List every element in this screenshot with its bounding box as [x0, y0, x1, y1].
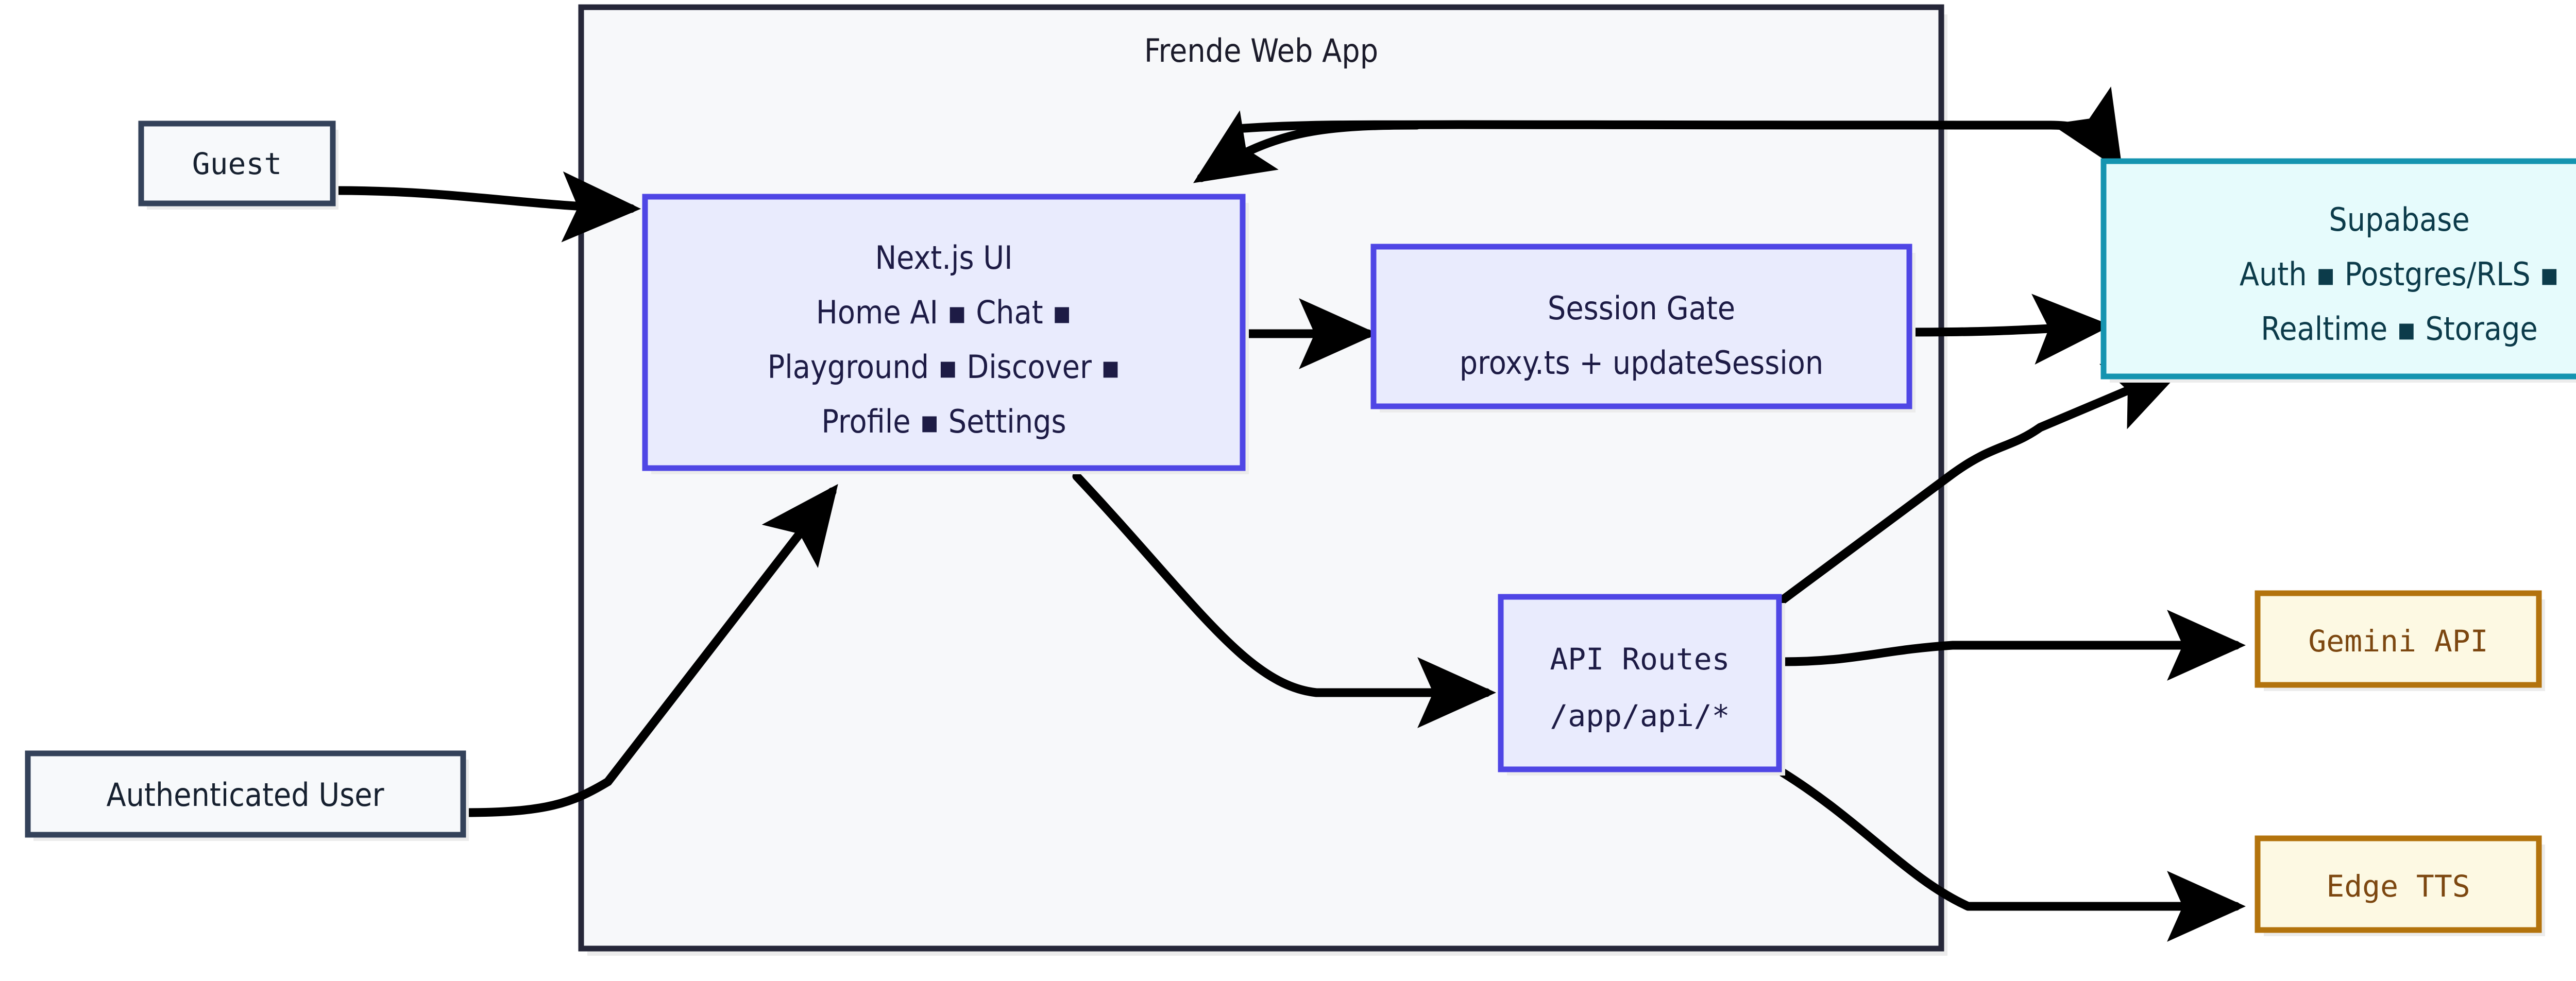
- node-guest[interactable]: Guest: [138, 121, 338, 210]
- session-gate-line-1: Session Gate: [1548, 289, 1735, 327]
- edge-authenticated-user-to-ui: [459, 484, 838, 817]
- authenticated-user-box[interactable]: [25, 750, 466, 838]
- guest-label: Guest: [192, 146, 282, 181]
- edge-supabase-to-ui: [1193, 110, 1421, 183]
- container-frende-web-app: Frende Web App: [578, 4, 1947, 956]
- edge-layer: [333, 86, 2246, 942]
- supabase-line-2: Auth ▪ Postgres/RLS ▪: [2240, 255, 2559, 293]
- node-authenticated-user[interactable]: Authenticated User: [25, 750, 469, 841]
- edge-ui-to-supabase: [1232, 86, 2123, 173]
- guest-box[interactable]: [138, 121, 336, 206]
- node-session-gate[interactable]: Session Gate proxy.ts + updateSession: [1370, 244, 1916, 412]
- supabase-line-1: Supabase: [2329, 201, 2469, 238]
- authenticated-user-label: Authenticated User: [106, 776, 384, 814]
- nextjs-ui-box[interactable]: [642, 194, 1246, 471]
- node-gemini-api[interactable]: Gemini API: [2255, 590, 2545, 691]
- nextjs-ui-line-2: Home AI ▪ Chat ▪: [816, 294, 1072, 331]
- gemini-api-label: Gemini API: [2308, 624, 2488, 659]
- supabase-box[interactable]: [2100, 158, 2576, 380]
- edge-ui-to-api-routes: [1072, 472, 1497, 728]
- nextjs-ui-line-1: Next.js UI: [875, 239, 1012, 277]
- supabase-line-3: Realtime ▪ Storage: [2261, 310, 2537, 348]
- session-gate-box[interactable]: [1370, 244, 1912, 409]
- nextjs-ui-line-4: Profile ▪ Settings: [821, 403, 1066, 440]
- edge-api-routes-to-supabase: [1778, 364, 2186, 605]
- node-api-routes[interactable]: API Routes /app/api/*: [1498, 594, 1785, 776]
- api-routes-box[interactable]: [1498, 594, 1782, 772]
- nextjs-ui-line-3: Playground ▪ Discover ▪: [768, 348, 1121, 386]
- edge-api-routes-to-edge-tts: [1778, 768, 2246, 942]
- node-supabase[interactable]: Supabase Auth ▪ Postgres/RLS ▪ Realtime …: [2100, 158, 2576, 383]
- edge-session-gate-to-supabase: [1904, 294, 2112, 365]
- container-title: Frende Web App: [1144, 32, 1378, 70]
- api-routes-line-1: API Routes: [1550, 642, 1730, 677]
- api-routes-line-2: /app/api/*: [1550, 698, 1730, 733]
- edge-tts-box[interactable]: [2255, 835, 2542, 933]
- edge-guest-to-ui: [333, 171, 641, 243]
- edge-api-routes-to-gemini: [1778, 610, 2246, 681]
- session-gate-line-2: proxy.ts + updateSession: [1460, 344, 1824, 382]
- edge-tts-label: Edge TTS: [2326, 869, 2470, 904]
- gemini-api-box[interactable]: [2255, 590, 2542, 688]
- node-edge-tts[interactable]: Edge TTS: [2255, 835, 2545, 936]
- node-nextjs-ui[interactable]: Next.js UI Home AI ▪ Chat ▪ Playground ▪…: [642, 194, 1249, 474]
